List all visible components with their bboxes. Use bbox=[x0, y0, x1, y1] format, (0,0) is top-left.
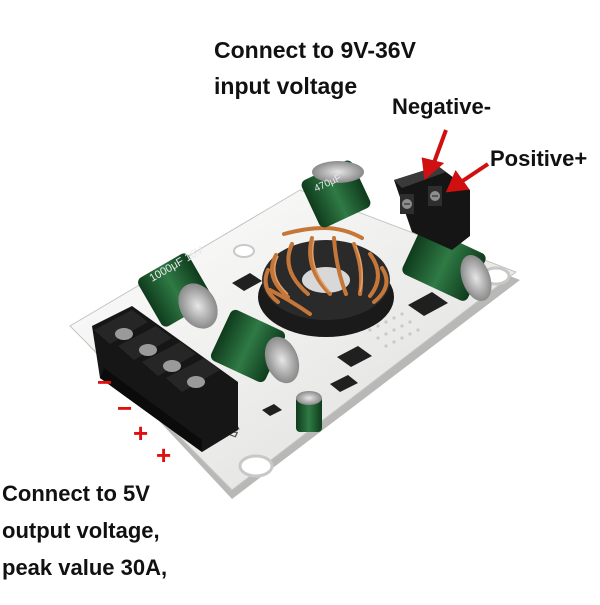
polarity-sign-negative: − bbox=[97, 367, 113, 397]
terminal-screw bbox=[115, 328, 133, 340]
terminal-screw bbox=[163, 360, 181, 372]
arrow-negative-head bbox=[421, 157, 445, 180]
mount-hole bbox=[238, 454, 274, 478]
terminal-screw bbox=[139, 344, 157, 356]
polarity-sign-negative: − bbox=[117, 393, 133, 423]
output-voltage-label: Connect to 5V output voltage, peak value… bbox=[2, 475, 167, 586]
polarity-sign-positive: + bbox=[156, 440, 172, 470]
output-voltage-line1: Connect to 5V bbox=[2, 481, 150, 506]
output-terminal-block bbox=[92, 306, 238, 452]
input-voltage-line2: input voltage bbox=[214, 73, 358, 99]
input-voltage-line1: Connect to 9V-36V bbox=[214, 37, 416, 63]
capacitor-center bbox=[210, 309, 300, 384]
capacitor-top: 470μF bbox=[301, 160, 371, 228]
terminal-screw bbox=[187, 376, 205, 388]
positive-label: Positive+ bbox=[490, 146, 588, 171]
output-voltage-line3: peak value 30A, bbox=[2, 555, 168, 580]
output-voltage-line2: output voltage, bbox=[2, 518, 160, 543]
via-pattern bbox=[368, 312, 420, 348]
polarity-sign-positive: + bbox=[133, 418, 149, 448]
negative-label: Negative- bbox=[392, 94, 492, 119]
capacitor-small bbox=[296, 391, 322, 432]
capacitor-right bbox=[402, 227, 492, 302]
toroid-inductor bbox=[258, 225, 394, 337]
callout-arrows bbox=[421, 129, 490, 193]
mount-hole bbox=[233, 244, 255, 258]
arrow-positive-head bbox=[445, 169, 470, 193]
input-voltage-label: Connect to 9V-36V input voltage bbox=[214, 32, 416, 104]
smd-chips bbox=[232, 273, 448, 416]
